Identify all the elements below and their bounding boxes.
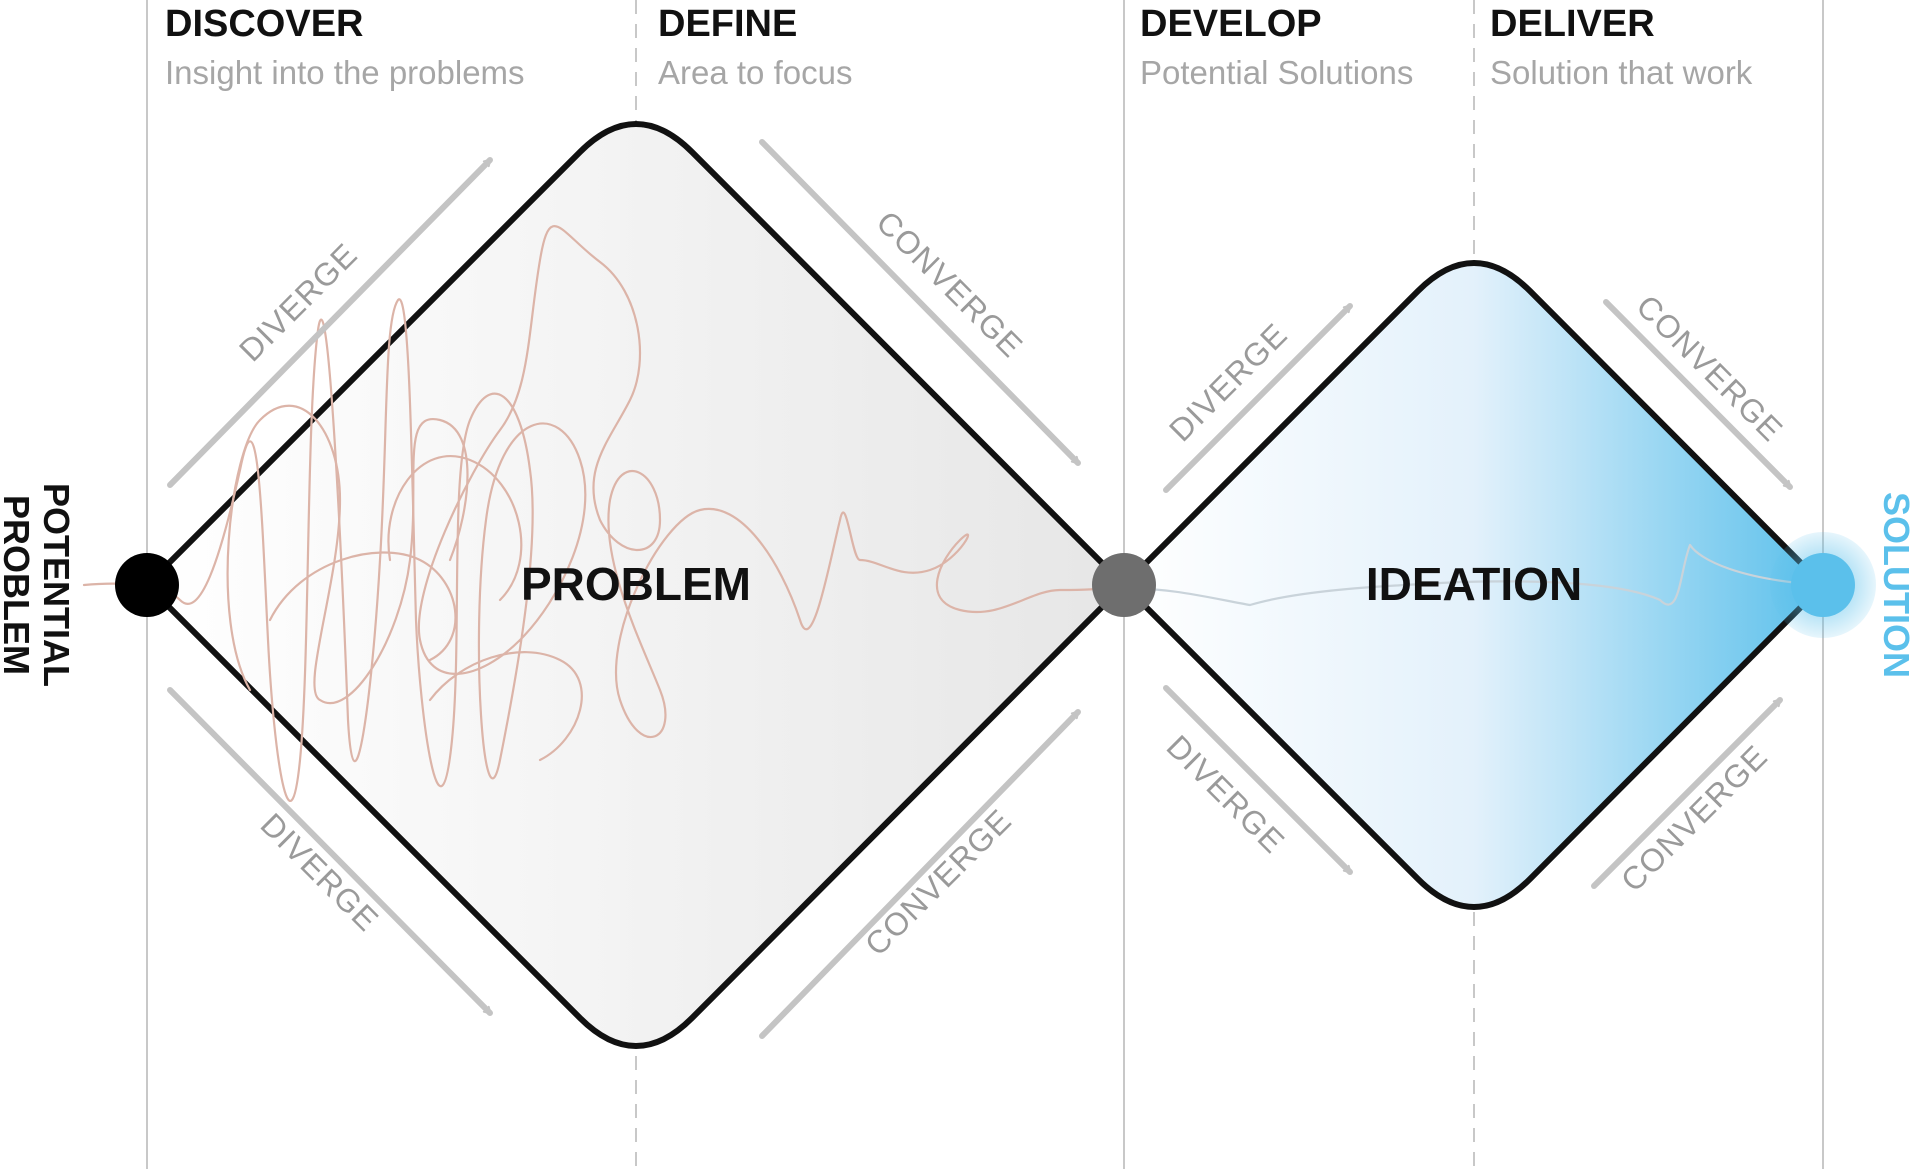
start-label-line2: PROBLEM	[0, 495, 37, 675]
phase-subtitle-develop: Potential Solutions	[1140, 54, 1413, 91]
arrow-converge-bottom-2	[1591, 697, 1783, 889]
label-converge-top-1: CONVERGE	[869, 204, 1030, 365]
phase-subtitle-deliver: Solution that work	[1490, 54, 1753, 91]
start-label: POTENTIAL PROBLEM	[0, 483, 77, 687]
label-diverge-top-1: DIVERGE	[232, 236, 364, 368]
phase-title-define: DEFINE	[658, 3, 797, 45]
solution-node	[1791, 553, 1855, 617]
arrow-diverge-top-1	[167, 157, 493, 488]
label-diverge-bottom-1: DIVERGE	[254, 806, 386, 938]
end-label: SOLUTION	[1876, 492, 1917, 678]
arrow-diverge-bottom-2	[1163, 685, 1353, 875]
phase-subtitle-discover: Insight into the problems	[165, 54, 525, 91]
solution-label: SOLUTION	[1876, 492, 1917, 678]
arrow-diverge-bottom-1	[167, 687, 493, 1016]
phase-title-develop: DEVELOP	[1140, 3, 1322, 45]
phase-title-discover: DISCOVER	[165, 3, 363, 45]
problem-scribble-loops	[226, 404, 583, 762]
arrow-diverge-top-2	[1163, 303, 1353, 493]
arrows	[167, 139, 1793, 1039]
ideation-label: IDEATION	[1366, 558, 1582, 610]
arrow-converge-bottom-1	[759, 709, 1081, 1039]
start-node	[115, 553, 179, 617]
phase-title-deliver: DELIVER	[1490, 3, 1655, 45]
problem-label: PROBLEM	[521, 558, 751, 610]
phase-subtitle-define: Area to focus	[658, 54, 852, 91]
start-label-line1: POTENTIAL	[36, 483, 77, 687]
mid-node	[1092, 553, 1156, 617]
ideation-scribble	[1122, 543, 1825, 607]
arrow-converge-top-1	[759, 139, 1081, 466]
arrow-converge-top-2	[1603, 299, 1793, 490]
phase-headers: DISCOVER Insight into the problems DEFIN…	[165, 3, 1753, 91]
